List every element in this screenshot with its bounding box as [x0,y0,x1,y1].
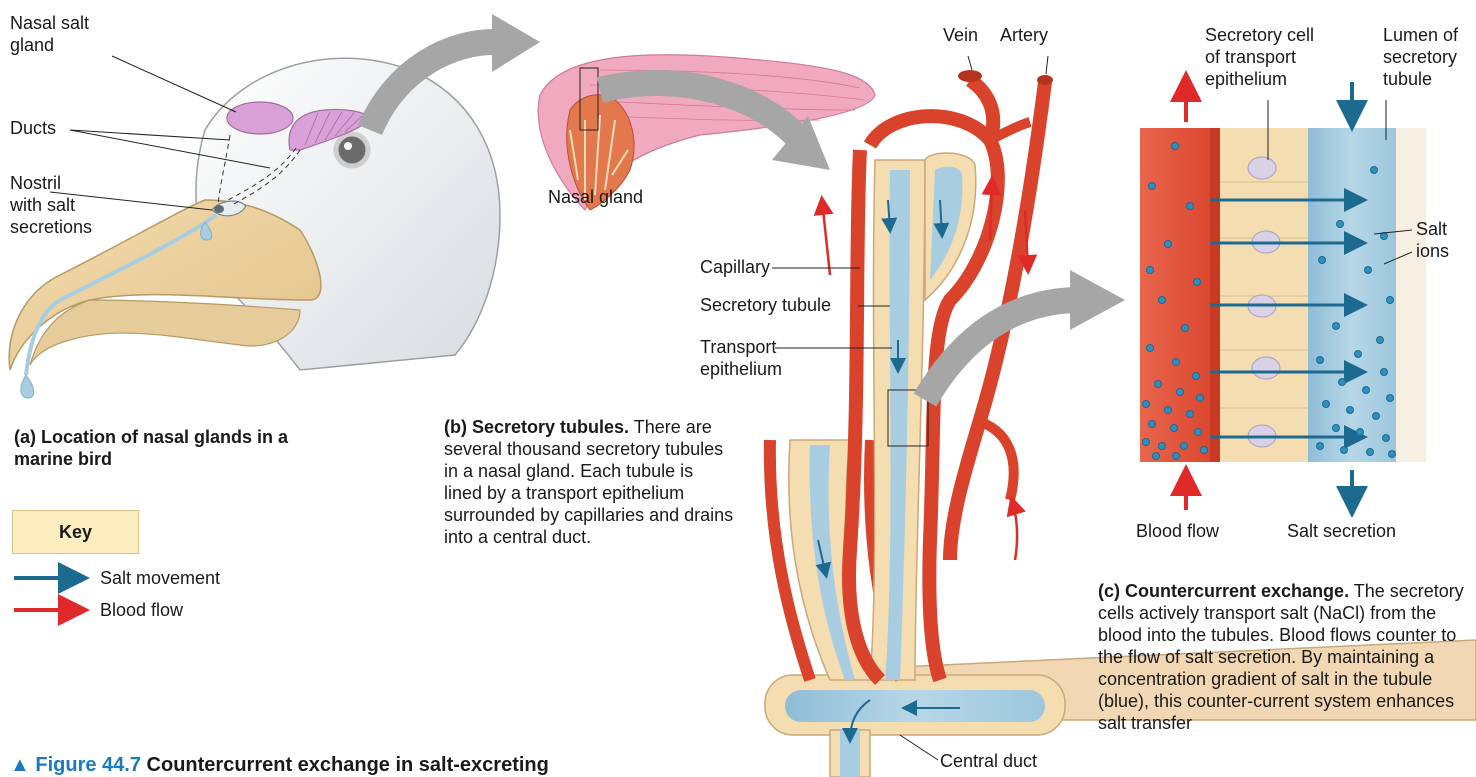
figure-title-text: Countercurrent exchange in salt-excretin… [147,754,549,776]
artery-end [1037,75,1053,85]
label-vein: Vein [943,24,978,46]
label-blood-flow: Blood flow [1136,520,1219,542]
label-capillary: Capillary [700,256,770,278]
label-artery: Artery [1000,24,1048,46]
caption-a-text: Location of nasal glands in a marine bir… [14,427,288,469]
label-central-duct: Central duct [940,750,1037,772]
label-nasal-salt-gland: Nasal salt gland [10,12,89,56]
salt-drop [21,375,34,398]
key-blood-flow-label: Blood flow [100,599,183,621]
countercurrent-illustration [1140,78,1426,510]
zoom-arrow-a-head [492,14,540,72]
outer-wall [1396,128,1426,462]
label-nostril: Nostril with salt secretions [10,172,92,238]
label-secretory-cell: Secretory cell of transport epithelium [1205,24,1314,90]
beak-lower [30,300,300,365]
label-nasal-gland: Nasal gland [548,186,643,208]
caption-b-title: Secretory tubules. [472,417,629,437]
eye-highlight [344,142,352,150]
figure-title: ▲ Figure 44.7 Countercurrent exchange in… [10,754,549,777]
vein-end [958,70,982,82]
nasal-salt-gland-left [227,102,293,134]
label-salt-secretion: Salt secretion [1287,520,1396,542]
label-lumen: Lumen of secretory tubule [1383,24,1458,90]
caption-c-text: The secretory cells actively transport s… [1098,581,1464,733]
caption-b: (b) Secretory tubules. There are several… [444,416,736,548]
nostril-opening [214,205,224,213]
caption-a-letter: (a) [14,427,36,447]
label-salt-ions: Salt ions [1416,218,1449,262]
key-title: Key [12,510,139,554]
figure-number: Figure 44.7 [35,754,141,776]
caption-c-title: Countercurrent exchange. [1125,581,1349,601]
central-duct-lumen [785,690,1045,722]
caption-b-letter: (b) [444,417,467,437]
label-ducts: Ducts [10,117,56,139]
bird-eye [336,134,368,166]
key-salt-movement-label: Salt movement [100,567,220,589]
zoom-arrow-c-head [1070,270,1125,330]
label-secretory-tubule: Secretory tubule [700,294,831,316]
figure-marker: ▲ [10,754,30,776]
blood-column-edge [1210,128,1220,462]
caption-a: (a) Location of nasal glands in a marine… [14,426,344,470]
blood-column [1140,128,1220,462]
caption-c-letter: (c) [1098,581,1120,601]
label-transport-epithelium: Transport epithelium [700,336,782,380]
caption-c: (c) Countercurrent exchange. The secreto… [1098,580,1476,734]
